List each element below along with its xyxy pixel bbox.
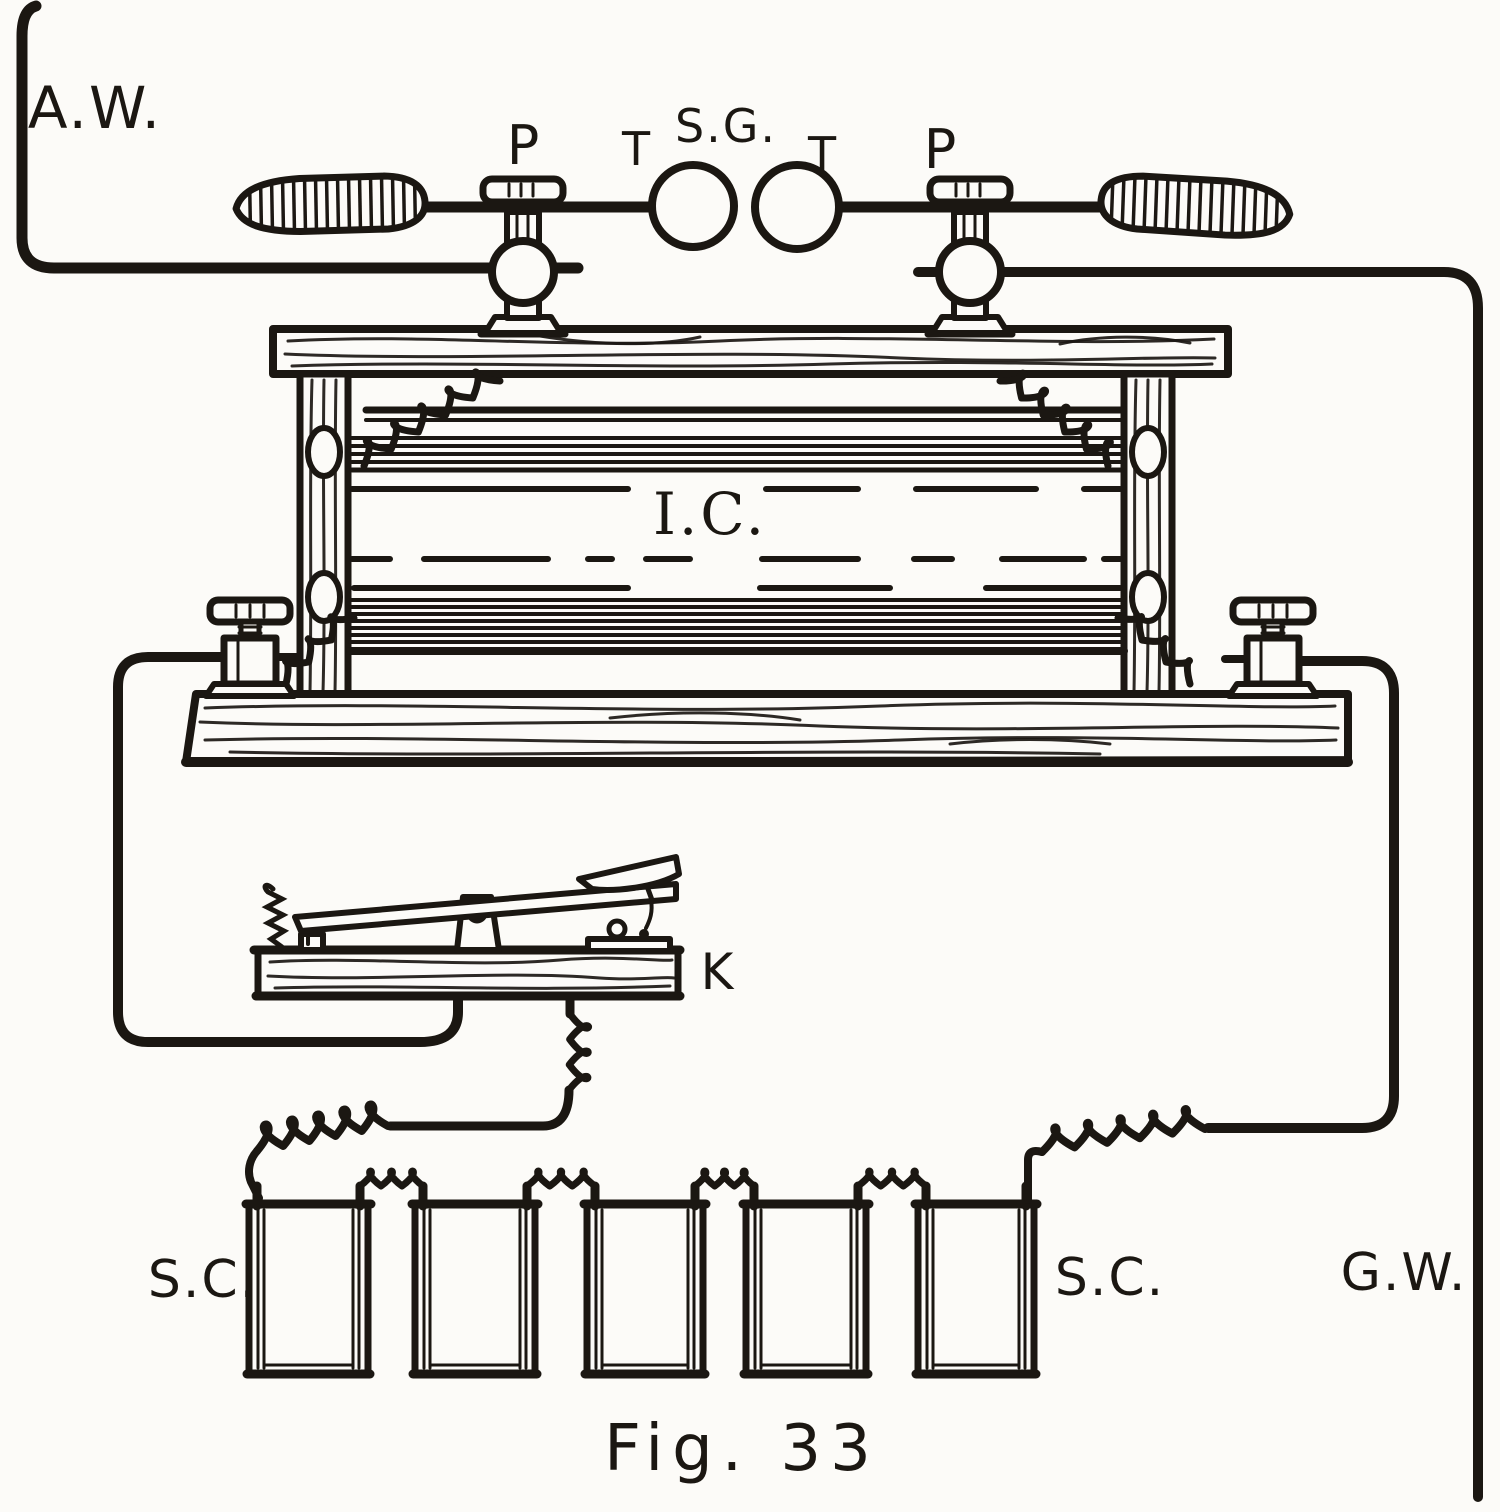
key-contact-screw bbox=[644, 898, 654, 930]
binding-post-left bbox=[203, 596, 302, 699]
key-wire-coil-big bbox=[253, 1100, 392, 1155]
spark-ball-right bbox=[751, 161, 843, 253]
core-knob bbox=[305, 425, 343, 479]
key-wire-right-lower bbox=[385, 1085, 574, 1131]
label-aerial-wire: A.W. bbox=[28, 74, 162, 142]
coil-lead-bottom-right bbox=[1114, 613, 1194, 688]
battery-cell bbox=[910, 1181, 1042, 1379]
label-key: K bbox=[701, 943, 736, 1001]
base-board bbox=[181, 690, 1353, 767]
key-spring bbox=[261, 882, 290, 950]
battery-cell bbox=[241, 1181, 376, 1379]
core-knob bbox=[305, 570, 343, 624]
figure-caption: Fig. 33 bbox=[604, 1412, 880, 1486]
coil-dashes bbox=[349, 486, 1123, 591]
key-contact-left bbox=[298, 931, 326, 953]
coil-body bbox=[346, 406, 1128, 655]
pillar-ball-right bbox=[935, 237, 1005, 307]
pillar-ball-left bbox=[488, 237, 558, 307]
ground-wire bbox=[913, 267, 1483, 1502]
label-battery-left: S.C. bbox=[148, 1250, 258, 1310]
label-terminal-right: T bbox=[807, 127, 838, 181]
cell-connector bbox=[691, 1167, 758, 1190]
battery-assembly bbox=[241, 1105, 1209, 1379]
pillar-right bbox=[924, 175, 1016, 338]
battery-feed-right bbox=[1024, 1147, 1046, 1204]
battery-cells bbox=[241, 1181, 1042, 1379]
core-knob bbox=[1129, 570, 1167, 624]
cell-connector bbox=[356, 1167, 427, 1190]
key-board bbox=[249, 945, 685, 1001]
core-knob bbox=[1129, 425, 1167, 479]
key-wire-coil-small bbox=[565, 1010, 593, 1094]
primary-wire-right bbox=[1203, 656, 1399, 1133]
battery-feed-left bbox=[245, 1147, 263, 1202]
label-battery-right: S.C. bbox=[1055, 1248, 1165, 1308]
label-pillar-left: P bbox=[507, 114, 542, 177]
primary-wire-left bbox=[113, 652, 463, 1047]
label-terminal-left: T bbox=[621, 122, 652, 176]
telegraph-key bbox=[245, 854, 685, 1202]
cell-connector bbox=[854, 1167, 930, 1190]
figure-labels: A.W. P T S.G. T P I.C. K S.C. S.C. G.W. … bbox=[28, 74, 1468, 1486]
battery-cell bbox=[738, 1181, 874, 1379]
label-ground-wire: G.W. bbox=[1341, 1243, 1468, 1303]
spark-ball-left bbox=[648, 161, 738, 251]
battery-cell bbox=[579, 1181, 711, 1379]
wood-grain bbox=[1132, 378, 1162, 694]
binding-post-right bbox=[1221, 596, 1320, 699]
label-spark-gap: S.G. bbox=[675, 99, 777, 153]
spark-gap-assembly bbox=[235, 161, 1291, 338]
handle-right bbox=[1100, 169, 1291, 244]
coil-winding bbox=[346, 598, 1128, 655]
handle-left bbox=[235, 170, 425, 237]
aerial-wire bbox=[16, 0, 584, 274]
label-induction-coil: I.C. bbox=[653, 480, 767, 548]
induction-coil-assembly bbox=[113, 325, 1399, 1133]
wood-grain bbox=[266, 956, 676, 990]
cell-connector bbox=[523, 1167, 599, 1190]
coil-lead-top-right bbox=[996, 369, 1114, 470]
wood-grain bbox=[198, 701, 1340, 756]
top-board bbox=[269, 325, 1232, 378]
wood-grain bbox=[283, 334, 1217, 368]
label-pillar-right: P bbox=[924, 118, 959, 181]
key-lever bbox=[292, 881, 679, 934]
key-contact-tip bbox=[639, 929, 649, 939]
key-knob bbox=[576, 854, 682, 903]
coil-lead-top-left bbox=[360, 368, 504, 470]
key-contact-right bbox=[585, 918, 673, 954]
battery-cell bbox=[407, 1181, 543, 1379]
pillar-left bbox=[477, 175, 569, 338]
battery-coil-right bbox=[1038, 1105, 1209, 1156]
